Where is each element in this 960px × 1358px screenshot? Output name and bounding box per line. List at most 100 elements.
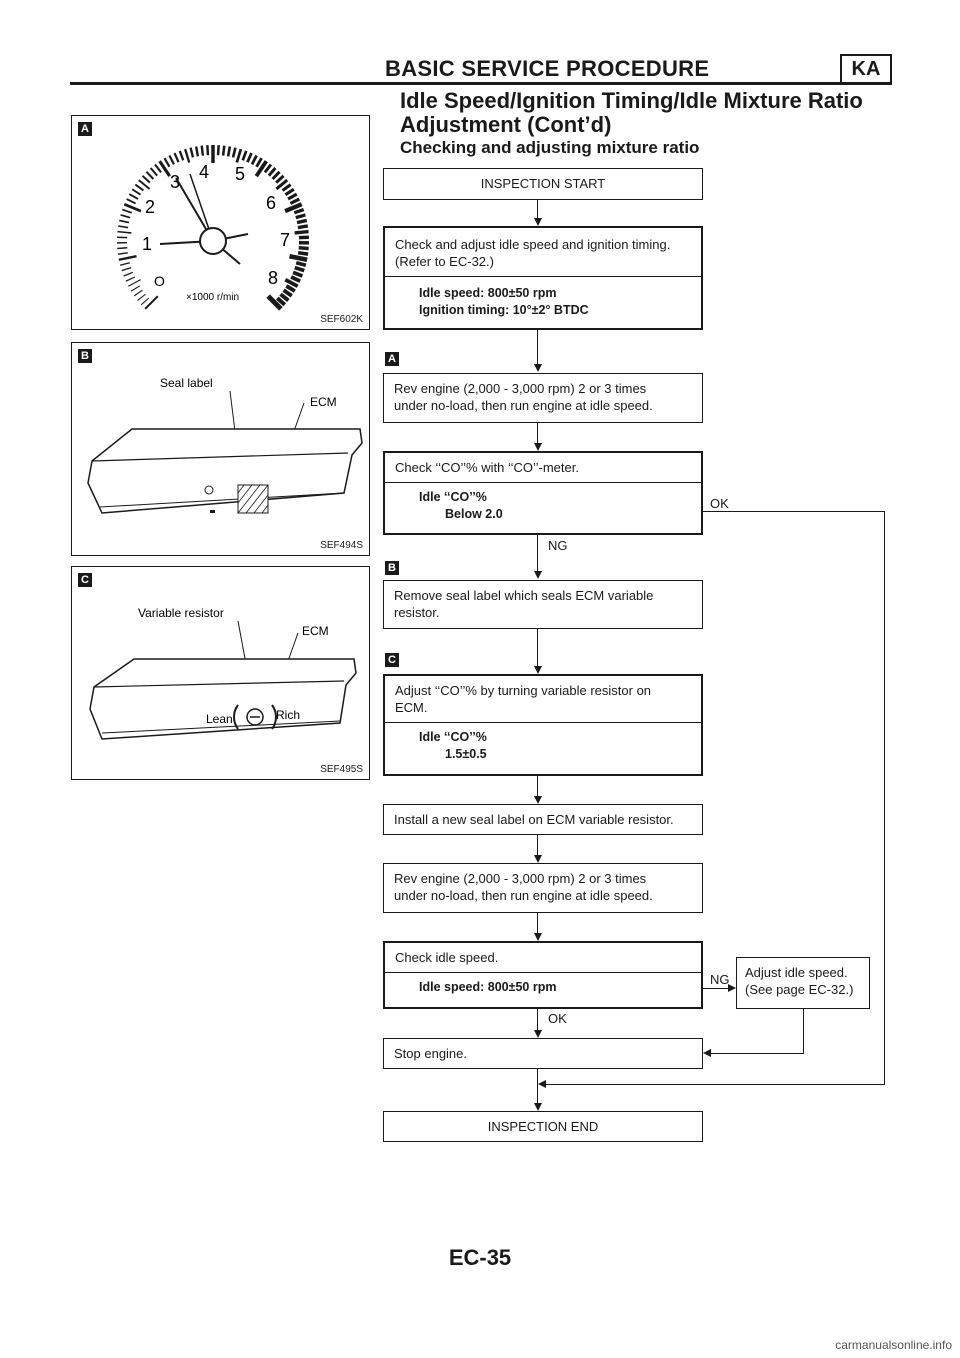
figure-letter-a: A xyxy=(78,122,92,136)
arrow-down-icon xyxy=(534,218,542,226)
ok-label-2: OK xyxy=(548,1011,567,1026)
flow-step4-box: Remove seal label which seals ECM variab… xyxy=(383,580,703,629)
connector xyxy=(884,511,886,1085)
figure-letter-c: C xyxy=(78,573,92,587)
dial-number-6: 6 xyxy=(266,193,276,213)
dial-tick xyxy=(117,252,128,255)
dial-tick xyxy=(194,146,200,157)
side-text-1: Adjust idle speed. xyxy=(745,965,848,980)
dial-tick xyxy=(275,174,285,184)
flow-marker-b: B xyxy=(385,561,399,575)
dial-tick xyxy=(271,170,281,181)
dial-tick xyxy=(128,279,141,287)
lean-label: Lean xyxy=(206,712,233,726)
connector xyxy=(546,1084,885,1086)
connector xyxy=(537,835,539,855)
arrow-down-icon xyxy=(534,1103,542,1111)
step4-text-1: Remove seal label which seals ECM variab… xyxy=(394,588,654,603)
connector xyxy=(537,330,539,364)
dial-tick xyxy=(289,197,301,205)
dial-tick xyxy=(250,154,258,166)
figure-ecm-seal: B Seal label ECM SEF494S xyxy=(71,342,370,556)
dial-tick xyxy=(231,147,237,158)
dial-tick xyxy=(118,255,137,261)
header-rule xyxy=(70,82,892,85)
ng-label-2: NG xyxy=(710,972,730,987)
dial-tick xyxy=(282,288,293,298)
dial-tick xyxy=(216,145,220,156)
dial-tick xyxy=(144,295,159,310)
dial-tick xyxy=(294,229,309,235)
dial-tick xyxy=(131,188,142,196)
step7-text-1: Rev engine (2,000 - 3,000 rpm) 2 or 3 ti… xyxy=(394,871,647,886)
rich-label: Rich xyxy=(276,708,300,722)
step5-text-2: ECM. xyxy=(395,700,428,715)
step8-spec: Idle speed: 800±50 rpm xyxy=(419,980,557,994)
dial-tick xyxy=(137,293,146,301)
flow-side-box: Adjust idle speed. (See page EC-32.) xyxy=(736,957,870,1009)
dial-tick xyxy=(118,225,129,229)
step5-spec-2: 1.5±0.5 xyxy=(445,747,487,761)
dial-tick xyxy=(275,296,287,307)
dial-tick xyxy=(289,253,308,262)
dial-tick xyxy=(133,289,143,297)
dial-tick xyxy=(125,276,136,282)
connector xyxy=(537,913,539,933)
step3-text: Check ‘‘CO’’% with ‘‘CO’’-meter. xyxy=(395,460,579,475)
tachometer-illustration: O 1 2 3 4 5 6 7 8 ×1000 r/min xyxy=(117,145,310,311)
dial-tick xyxy=(266,294,283,311)
ecm-callout-c: ECM xyxy=(302,624,329,638)
step1-text-1: Check and adjust idle speed and ignition… xyxy=(395,237,671,252)
arrow-down-icon xyxy=(534,364,542,372)
dial-tick xyxy=(295,260,307,268)
dial-tick xyxy=(221,145,226,156)
flow-end-box: INSPECTION END xyxy=(383,1111,703,1142)
arrow-down-icon xyxy=(534,796,542,804)
step1-spec-2: Ignition timing: 10°±2° BTDC xyxy=(419,303,589,317)
flow-start-box: INSPECTION START xyxy=(383,168,703,200)
page-subtitle-line2: Adjustment (Cont’d) xyxy=(400,112,612,137)
dial-tick xyxy=(200,145,205,156)
step3-spec-1: Idle ‘‘CO’’% xyxy=(419,490,487,504)
dial-tick xyxy=(119,219,130,224)
dial-tick xyxy=(168,154,175,165)
connector xyxy=(537,200,539,218)
dial-tick xyxy=(126,198,137,205)
dial-tick xyxy=(121,266,132,272)
flow-start-text: INSPECTION START xyxy=(480,176,606,191)
ok-label-1: OK xyxy=(710,496,729,511)
page-subtitle-line1: Idle Speed/Ignition Timing/Idle Mixture … xyxy=(400,88,863,113)
flow-end-text: INSPECTION END xyxy=(487,1119,599,1134)
flow-step1-box: Check and adjust idle speed and ignition… xyxy=(383,226,703,330)
connector xyxy=(537,629,539,666)
dial-tick xyxy=(184,148,191,163)
arrow-down-icon xyxy=(534,855,542,863)
seal-label-callout: Seal label xyxy=(160,376,213,390)
watermark: carmanualsonline.info xyxy=(835,1338,952,1352)
dial-tick xyxy=(123,202,142,213)
dial-tick xyxy=(284,202,303,214)
dial-tick xyxy=(297,224,309,230)
dial-tick xyxy=(297,251,309,256)
dial-tick xyxy=(290,275,301,283)
dial-tick xyxy=(296,218,308,225)
step4-text-2: resistor. xyxy=(394,605,440,620)
arrow-left-icon xyxy=(703,1049,711,1057)
dial-tick xyxy=(255,157,263,168)
dial-tick xyxy=(263,163,273,174)
dial-tick xyxy=(241,150,248,161)
dial-tick xyxy=(138,179,151,190)
connector xyxy=(537,423,539,443)
connector xyxy=(537,535,539,571)
dial-number-2: 2 xyxy=(145,197,155,217)
flow-step2-box: Rev engine (2,000 - 3,000 rpm) 2 or 3 ti… xyxy=(383,373,703,423)
step1-text-2: (Refer to EC-32.) xyxy=(395,254,494,269)
dial-tick xyxy=(158,160,171,178)
step2-text-2: under no-load, then run engine at idle s… xyxy=(394,398,653,413)
dial-tick xyxy=(235,148,243,163)
connector xyxy=(703,988,728,990)
dial-tick xyxy=(292,270,304,278)
dial-tick xyxy=(117,230,132,234)
dial-tick xyxy=(149,167,158,177)
dial-tick xyxy=(267,167,277,177)
